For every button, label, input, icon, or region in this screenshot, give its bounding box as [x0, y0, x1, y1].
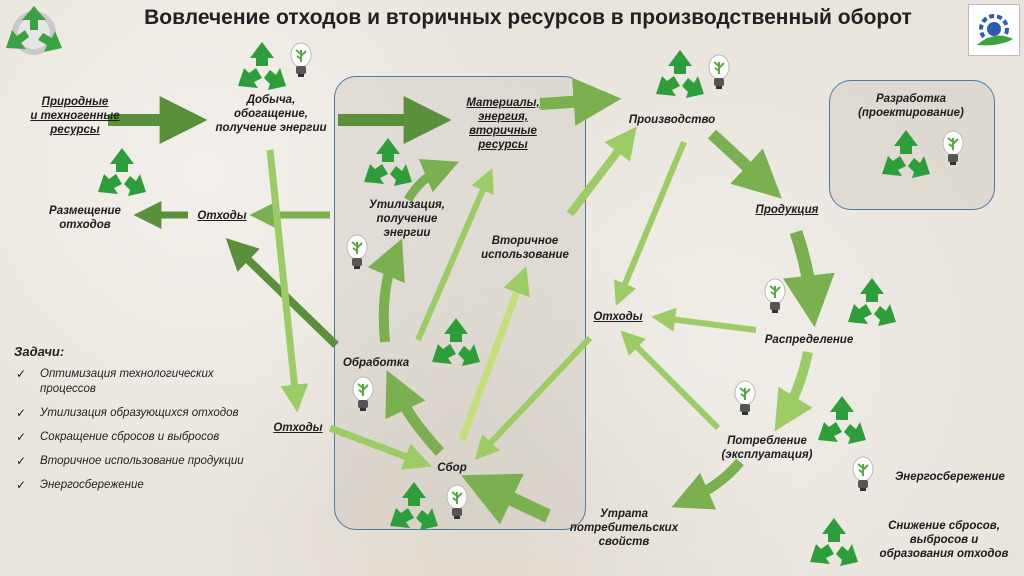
node-design: Разработка (проектирование)	[858, 93, 964, 119]
recycle-icon	[390, 482, 438, 530]
list-item: Оптимизация технологических процессов	[14, 367, 264, 397]
processing-zone-box	[334, 76, 586, 530]
node-collection: Сбор	[437, 462, 467, 474]
node-products: Продукция	[755, 204, 819, 216]
lightbulb-icon	[708, 54, 730, 90]
node-mining: Добыча, обогащение, получение энергии	[215, 94, 327, 134]
lightbulb-icon	[942, 130, 964, 166]
recycle-icon	[848, 278, 896, 326]
recycle-globe-logo	[0, 0, 68, 66]
recycle-icon	[238, 42, 286, 90]
node-processing: Обработка	[342, 357, 410, 369]
list-item: Утилизация образующихся отходов	[14, 406, 264, 421]
legend-reduction: Снижение сбросов, выбросов и образования…	[879, 520, 1009, 560]
recycle-icon	[432, 318, 480, 366]
node-waste-mid: Отходы	[593, 311, 643, 323]
design-box	[829, 80, 995, 210]
node-distribution: Распределение	[764, 334, 854, 346]
node-placement: Размещение отходов	[49, 205, 121, 231]
lightbulb-icon	[446, 484, 468, 520]
page-title: Вовлечение отходов и вторичных ресурсов …	[144, 6, 912, 29]
tasks-heading: Задачи:	[14, 344, 65, 359]
recycle-icon	[98, 148, 146, 196]
node-waste-left: Отходы	[197, 210, 247, 222]
node-production: Производство	[628, 114, 716, 126]
node-natural-resources: Природные и техногенные ресурсы	[30, 96, 120, 136]
recycle-icon	[656, 50, 704, 98]
node-secondary-use: Вторичное использование	[481, 235, 569, 261]
recycle-icon	[882, 130, 930, 178]
tasks-list: Оптимизация технологических процессов Ут…	[14, 367, 264, 493]
node-consumption: Потребление (эксплуатация)	[721, 435, 813, 461]
lightbulb-icon	[290, 42, 312, 78]
lightbulb-icon	[346, 234, 368, 270]
lightbulb-icon	[764, 278, 786, 314]
recycle-icon	[810, 518, 858, 566]
list-item: Вторичное использование продукции	[14, 454, 264, 469]
list-item: Энергосбережение	[14, 478, 264, 493]
legend-energy-saving: Энергосбережение	[895, 471, 1005, 483]
list-item: Сокращение сбросов и выбросов	[14, 430, 264, 445]
node-materials: Материалы, энергия, вторичные ресурсы	[466, 97, 540, 151]
company-logo-icon	[968, 4, 1020, 56]
lightbulb-icon	[734, 380, 756, 416]
lightbulb-icon	[352, 376, 374, 412]
node-loss: Утрата потребительских свойств	[569, 508, 679, 548]
recycle-icon	[364, 138, 412, 186]
tasks-block: Задачи: Оптимизация технологических проц…	[14, 344, 264, 502]
lightbulb-icon	[852, 456, 874, 492]
node-waste-bottom: Отходы	[273, 422, 323, 434]
node-utilization: Утилизация, получение энергии	[369, 199, 445, 239]
